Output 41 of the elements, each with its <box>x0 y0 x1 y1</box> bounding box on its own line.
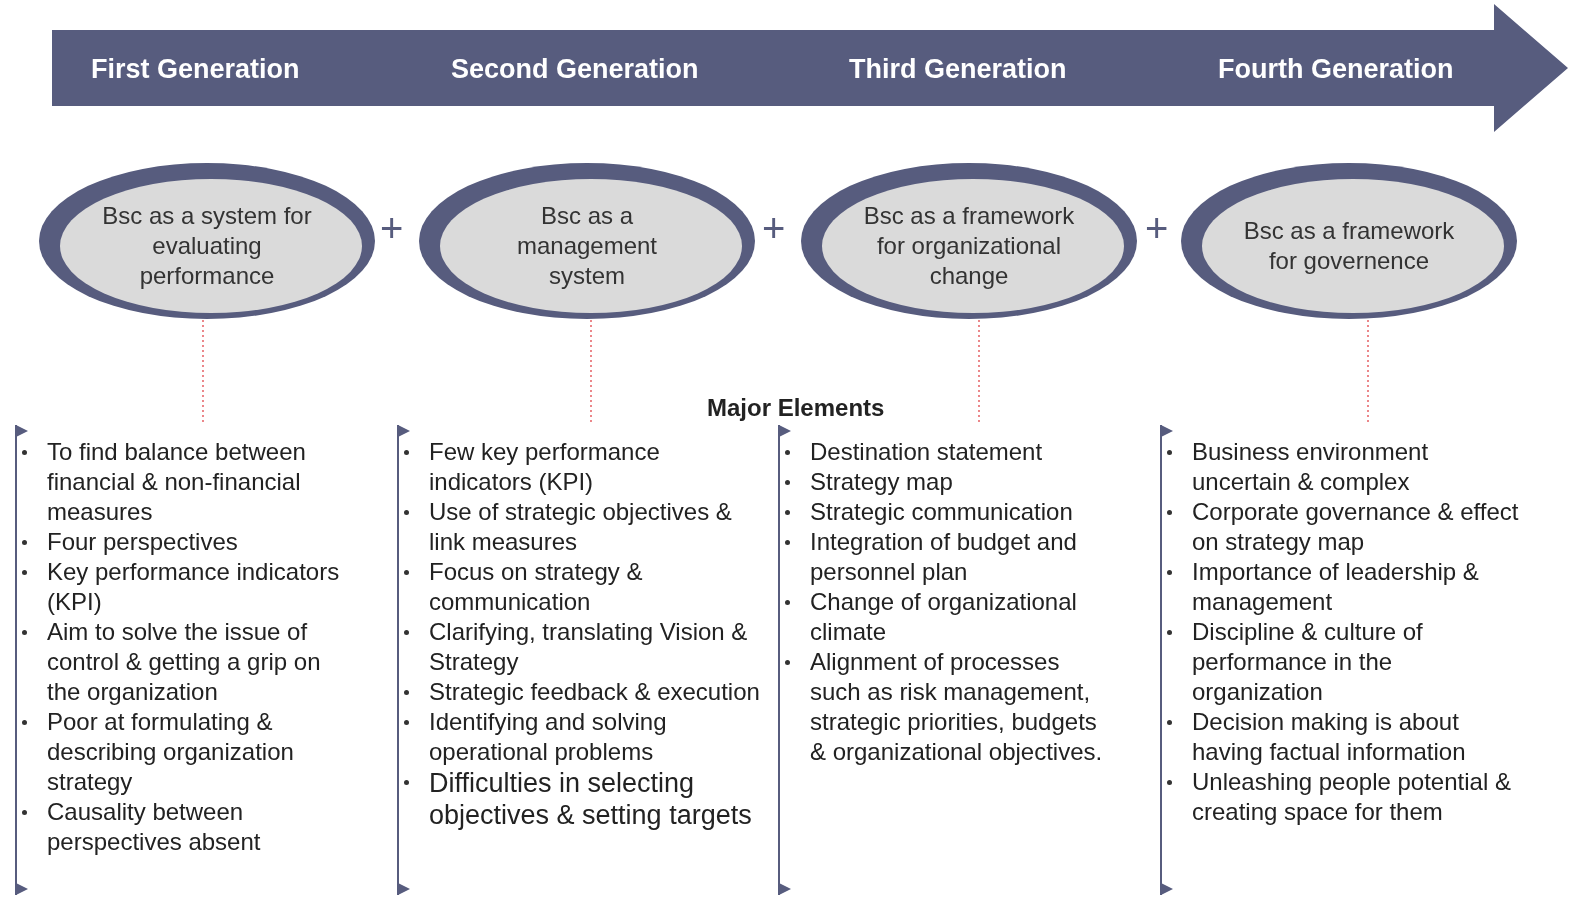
plus-sign: + <box>762 208 786 248</box>
ellipse-text: Bsc as a framework for organizational change <box>862 201 1076 291</box>
bullet-item: Destination statement <box>810 438 1043 465</box>
bullet-item: Integration of budget and personnel plan <box>810 528 1077 585</box>
bullet-item: Strategic communication <box>810 498 1073 525</box>
bullet-item: Strategy map <box>810 468 953 495</box>
generation-label: Third Generation <box>849 54 1067 85</box>
generation-ellipse <box>38 162 376 320</box>
generation-label: First Generation <box>91 54 300 85</box>
bullet-item: Focus on strategy & communication <box>429 558 643 615</box>
section-heading: Major Elements <box>707 394 885 422</box>
bullet-item: Unleashing people potential & creating space for them <box>1192 768 1511 825</box>
bullet-item: Business environment uncertain & complex <box>1192 438 1429 495</box>
plus-sign: + <box>1145 208 1169 248</box>
bullet-item: Clarifying, translating Vision & Strategy <box>429 618 748 675</box>
bullet-item: Alignment of processes such as risk management, strategic priorities, budgets & organizational objectives. <box>810 648 1103 765</box>
bullet-item: Causality between perspectives absent <box>47 798 261 855</box>
bullet-item: Discipline & culture of performance in the organization <box>1192 618 1423 705</box>
bullet-item: Key performance indicators (KPI) <box>47 558 340 615</box>
ellipse-text: Bsc as a management system <box>515 201 659 291</box>
bullet-item: Importance of leadership & management <box>1192 558 1479 615</box>
generation-label: Second Generation <box>451 54 699 85</box>
bullet-item: To find balance between financial & non-financial measures <box>47 438 306 525</box>
bullet-item: Four perspectives <box>47 528 238 555</box>
plus-sign: + <box>380 208 404 248</box>
generation-ellipse <box>418 162 756 320</box>
generation-ellipse <box>1180 162 1518 320</box>
bullet-item: Difficulties in selecting objectives & setting targets <box>429 768 752 830</box>
generation-ellipse <box>800 162 1138 320</box>
bullet-item: Identifying and solving operational problems <box>429 708 667 765</box>
bullet-item: Corporate governance & effect on strategy map <box>1192 498 1519 555</box>
bullet-item: Aim to solve the issue of control & getting a grip on the organization <box>47 618 321 705</box>
generation-label: Fourth Generation <box>1218 54 1454 85</box>
ellipse-text: Bsc as a framework for governence <box>1242 216 1456 276</box>
bullet-item: Decision making is about having factual information <box>1192 708 1466 765</box>
bullet-item: Strategic feedback & execution <box>429 678 760 705</box>
bullet-item: Poor at formulating & describing organization strategy <box>47 708 294 795</box>
bullet-item: Use of strategic objectives & link measures <box>429 498 732 555</box>
ellipse-text: Bsc as a system for evaluating performance <box>101 201 313 291</box>
bullet-item: Few key performance indicators (KPI) <box>429 438 660 495</box>
bullet-item: Change of organizational climate <box>810 588 1077 645</box>
